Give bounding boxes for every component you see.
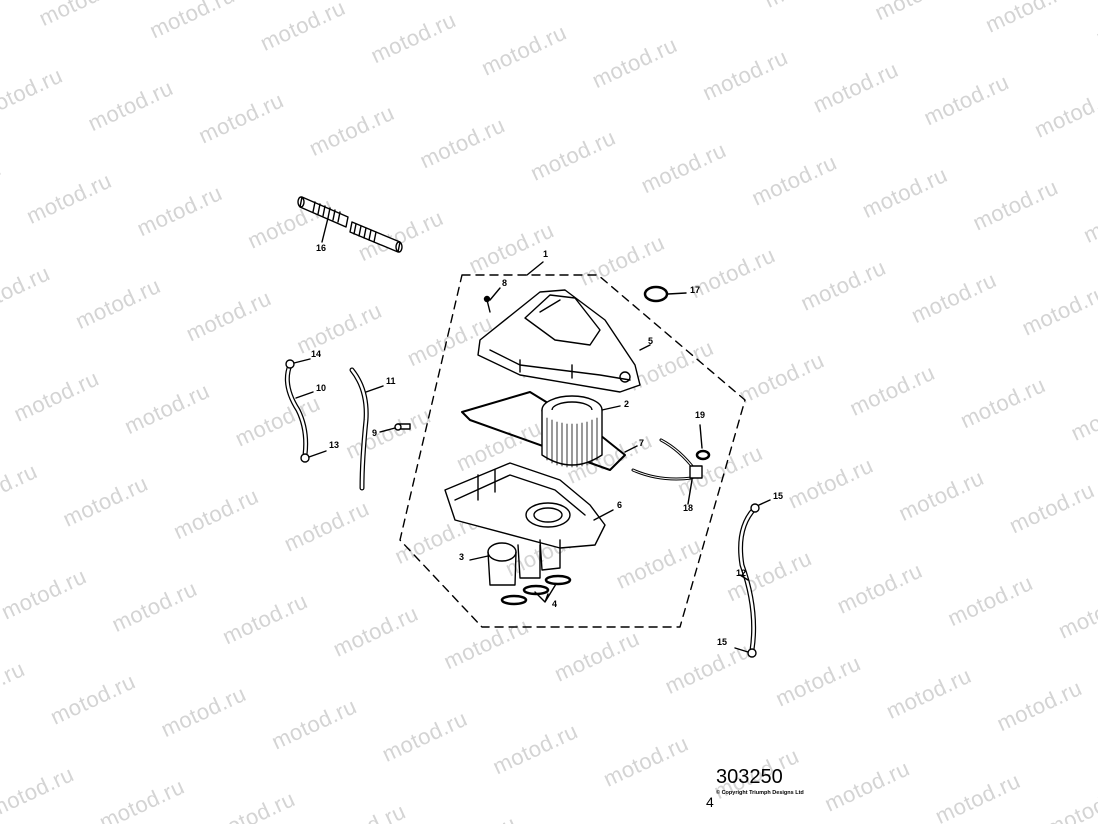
- part-16-hose: [297, 196, 403, 253]
- callout-14: 14: [311, 349, 322, 359]
- callout-16: 16: [316, 243, 327, 253]
- part-8-screw: [483, 287, 501, 313]
- copyright-notice: © Copyright Triumph Designs Ltd: [716, 790, 804, 796]
- part-11-hose: [349, 367, 384, 491]
- callout-19: 19: [695, 410, 706, 420]
- part-7-gasket: [461, 391, 638, 471]
- part-5-airbox-cover: [477, 289, 651, 393]
- callout-15b: 15: [717, 637, 728, 647]
- part-17-o-ring: [643, 285, 687, 303]
- part-3-intake-rubbers: [469, 539, 561, 586]
- plate-number: 303250: [716, 766, 783, 788]
- part-9-bolt: [379, 423, 411, 433]
- callout-8: 8: [502, 278, 508, 288]
- callout-12: 12: [736, 568, 747, 578]
- page-number: 4: [706, 794, 714, 810]
- callout-10: 10: [316, 383, 327, 393]
- callout-18: 18: [683, 503, 694, 513]
- callout-5: 5: [648, 336, 654, 346]
- callout-15a: 15: [773, 491, 784, 501]
- part-2-air-filter: [541, 395, 621, 468]
- assembly-boundary: [399, 274, 746, 628]
- callout-9: 9: [372, 428, 378, 438]
- part-6-airbox-base: [444, 462, 614, 549]
- part-18-breather-pipe: [631, 438, 703, 505]
- part-12-hose: [734, 499, 771, 658]
- part-10-hose: [284, 358, 327, 463]
- callout-4: 4: [552, 599, 558, 609]
- callout-1: 1: [543, 249, 549, 259]
- callout-6: 6: [617, 500, 623, 510]
- part-19-grommet: [695, 424, 711, 461]
- callout-11: 11: [386, 376, 396, 386]
- callout-2: 2: [624, 399, 630, 409]
- callout-17: 17: [690, 285, 701, 295]
- callout-3: 3: [459, 552, 465, 562]
- part-4-clamps: [500, 574, 572, 606]
- callout-7: 7: [639, 438, 645, 448]
- callout-13: 13: [329, 440, 340, 450]
